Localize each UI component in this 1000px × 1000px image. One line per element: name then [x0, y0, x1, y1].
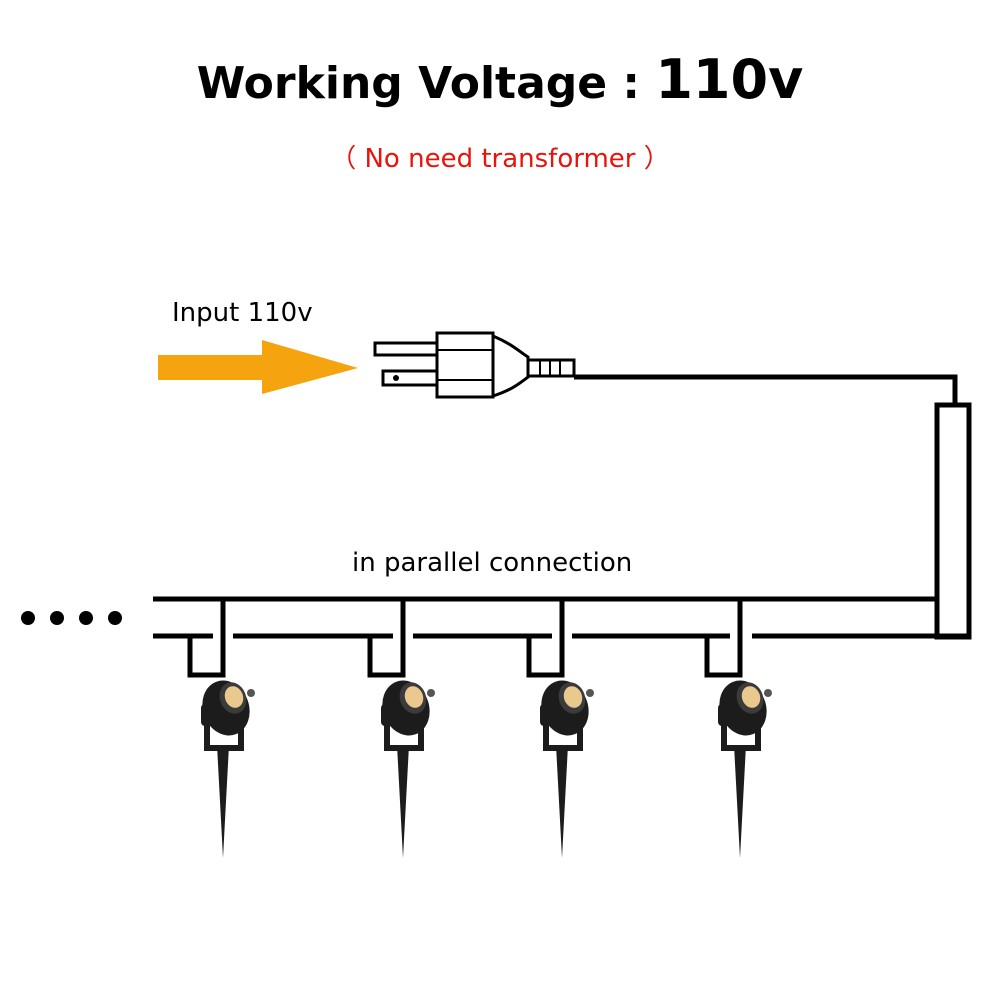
- bus-wires: [153, 596, 967, 639]
- garden-light: [187, 599, 255, 858]
- spotlight-icon: [381, 680, 435, 858]
- garden-light: [367, 599, 435, 858]
- plug-icon: [373, 331, 576, 399]
- subtitle-note: （ No need transformer ）: [330, 144, 670, 174]
- input-arrow-icon: [158, 340, 358, 394]
- tap-wire: [367, 599, 406, 678]
- spotlight-icon: [540, 680, 594, 858]
- tap-wire: [704, 599, 743, 678]
- garden-light: [704, 599, 772, 858]
- connection-label: in parallel connection: [352, 548, 633, 578]
- input-label: Input 110v: [172, 298, 313, 328]
- spotlight-icon: [718, 680, 772, 858]
- tap-wire: [187, 599, 226, 678]
- garden-light: [526, 599, 594, 858]
- page-title: Working Voltage : 110v: [0, 48, 1000, 111]
- continuation-dots: [21, 611, 122, 625]
- spotlight-icon: [201, 680, 255, 858]
- voltage-value: 110v: [655, 48, 804, 111]
- title-label: Working Voltage :: [196, 58, 656, 109]
- tap-wire: [526, 599, 565, 678]
